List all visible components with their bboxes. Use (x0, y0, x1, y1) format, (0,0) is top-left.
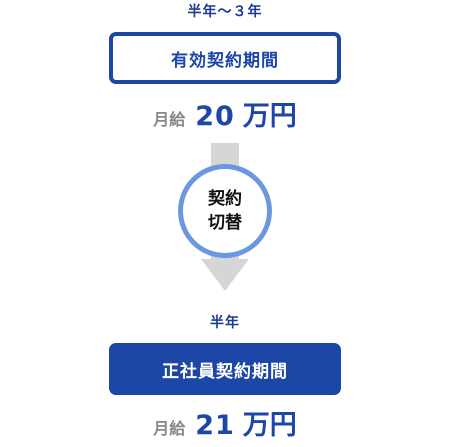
fixed-term-contract-label: 有効契約期間 (171, 50, 279, 71)
bottom-salary-prefix: 月給 (153, 419, 186, 438)
contract-switch-line1: 契約 (208, 189, 242, 209)
bottom-period-label: 半年 (210, 315, 240, 331)
top-salary-amount: 20 (195, 101, 235, 132)
top-period-label: 半年～３年 (187, 4, 263, 20)
contract-switch-circle: 契約 切替 (178, 164, 272, 258)
bottom-salary: 月給 21 万円 (0, 403, 450, 442)
regular-employee-contract-label: 正社員契約期間 (162, 361, 288, 382)
top-salary-prefix: 月給 (153, 110, 186, 129)
regular-employee-contract-box: 正社員契約期間 (109, 343, 341, 395)
bottom-salary-unit: 万円 (242, 410, 297, 441)
top-salary: 月給 20 万円 (0, 94, 450, 133)
contract-switch-line2: 切替 (208, 213, 242, 233)
top-salary-unit: 万円 (242, 101, 297, 132)
fixed-term-contract-box: 有効契約期間 (109, 32, 341, 84)
bottom-salary-amount: 21 (195, 410, 235, 441)
